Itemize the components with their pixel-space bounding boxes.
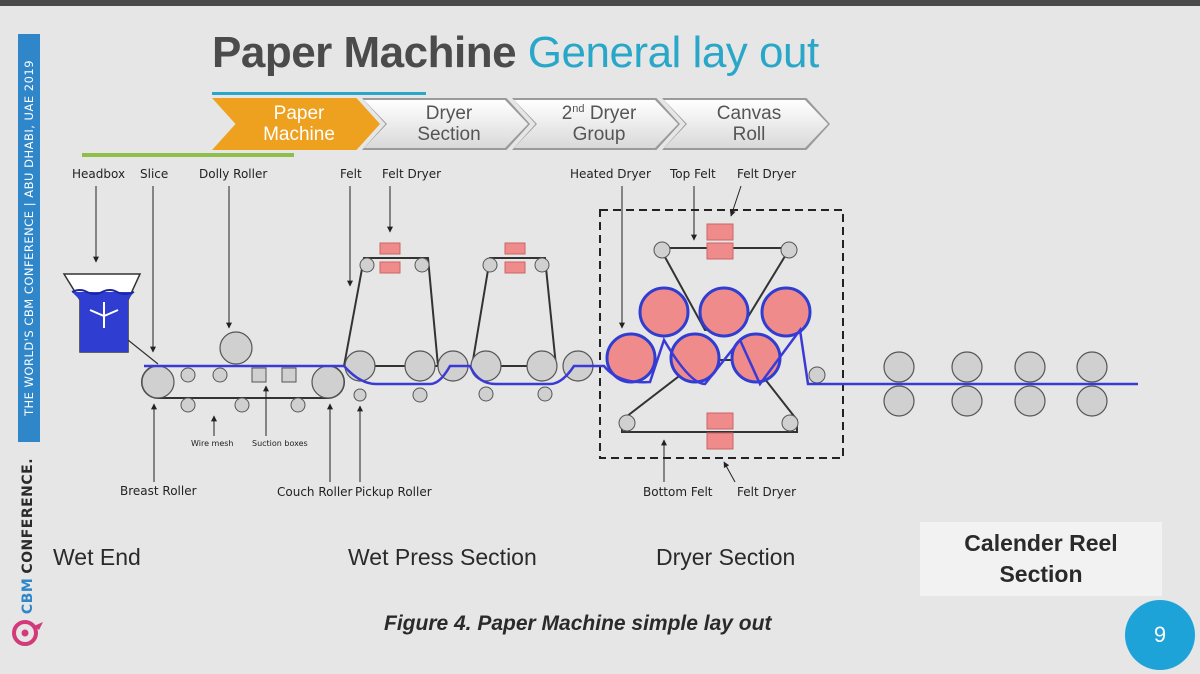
headbox <box>62 273 159 365</box>
section-label-wet-press: Wet Press Section <box>348 544 537 570</box>
page-title: Paper Machine General lay out <box>212 28 819 78</box>
label-couch-roller: Couch Roller <box>277 485 353 499</box>
label-headbox: Headbox <box>72 167 125 181</box>
dolly-roller <box>219 331 253 365</box>
label-felt-dryer-bottom: Felt Dryer <box>737 485 796 499</box>
label-felt: Felt <box>340 167 362 181</box>
couch-roller <box>311 365 345 399</box>
calender-rollers <box>883 351 1108 417</box>
section-label-wet-end: Wet End <box>53 544 141 570</box>
section-label-dryer: Dryer Section <box>656 544 796 570</box>
label-breast-roller: Breast Roller <box>120 484 197 498</box>
progress-underline <box>82 153 294 157</box>
breast-roller <box>141 365 175 399</box>
label-wire-mesh: Wire mesh <box>191 439 234 448</box>
label-dolly-roller: Dolly Roller <box>199 167 267 181</box>
title-underline <box>212 92 426 95</box>
sidebar-band <box>18 34 40 442</box>
label-suction-boxes: Suction boxes <box>252 439 308 448</box>
figure-caption: Figure 4. Paper Machine simple lay out <box>384 612 772 635</box>
label-felt-dryer-top2: Felt Dryer <box>737 167 796 181</box>
label-felt-dryer-top1: Felt Dryer <box>382 167 441 181</box>
label-pickup-roller: Pickup Roller <box>355 485 432 499</box>
page-number-badge: 9 <box>1125 600 1195 670</box>
label-heated-dryer: Heated Dryer <box>570 167 651 181</box>
label-bottom-felt: Bottom Felt <box>643 485 713 499</box>
cbm-logo-icon <box>12 620 43 646</box>
paper-web-line <box>144 326 1138 387</box>
wet-press-section <box>342 242 594 403</box>
label-top-felt: Top Felt <box>669 167 716 181</box>
wire-section <box>141 331 345 413</box>
top-bar <box>0 0 1200 6</box>
label-slice: Slice <box>140 167 168 181</box>
title-main: Paper Machine <box>212 28 517 77</box>
title-accent: General lay out <box>527 28 819 77</box>
dryer-section <box>599 209 844 459</box>
